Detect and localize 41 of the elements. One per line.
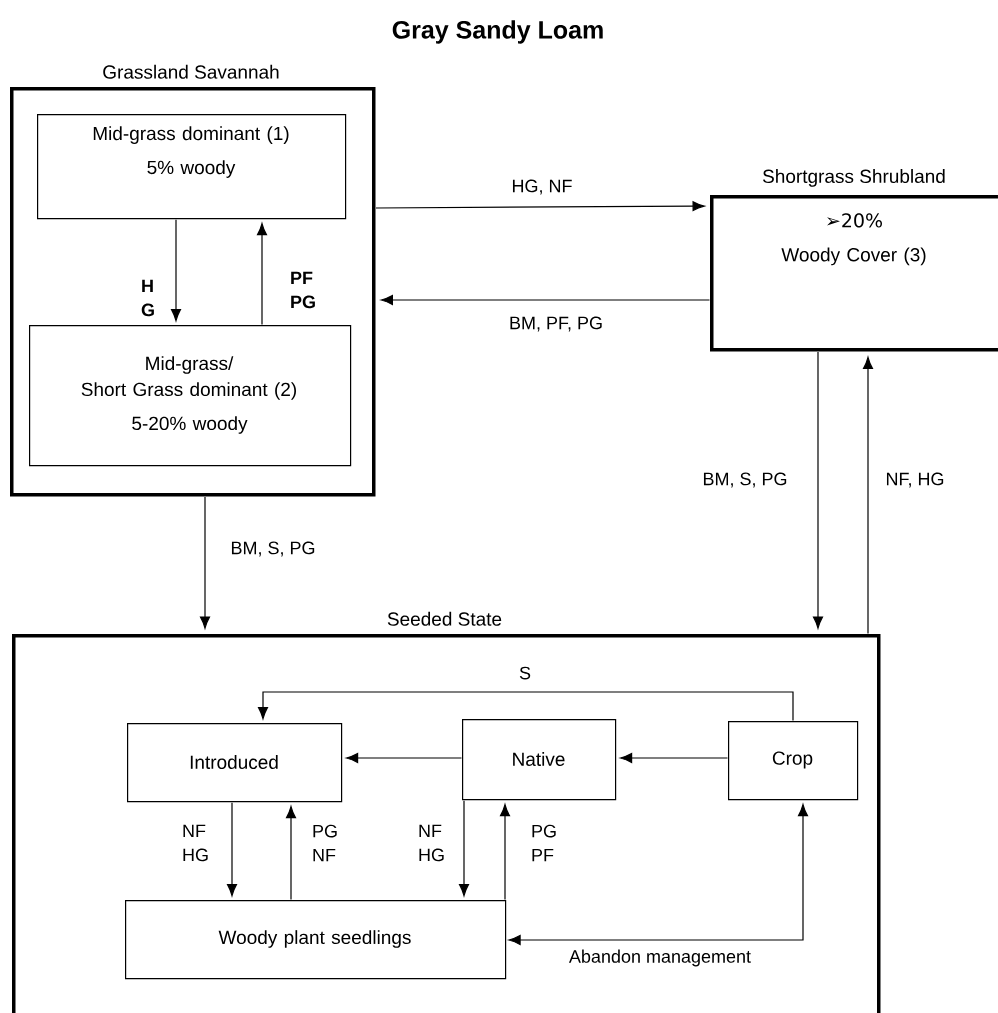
edge-label: BM, PF, PG [508, 315, 604, 333]
arrow [375, 201, 705, 212]
arrow [226, 802, 238, 897]
plant-community-box: Woody plant seedlings [125, 900, 507, 980]
arrow [862, 356, 874, 635]
edge-label: PF PG [289, 270, 321, 310]
edge-label: H G [140, 278, 156, 318]
state-heading: Seeded State [387, 611, 502, 626]
plant-community-box: Introduced [127, 723, 343, 803]
plant-community-box: Native [462, 719, 617, 801]
arrow [345, 753, 463, 764]
arrow [285, 806, 297, 901]
arrow [499, 804, 511, 901]
community-box: Mid-grass dominant (1) 5% woody [37, 114, 347, 220]
edge-label: HG, NF [510, 178, 574, 196]
edge-label: NF, HG [884, 471, 946, 489]
arrow [619, 753, 729, 764]
state-heading: Shortgrass Shrubland [762, 169, 945, 187]
arrow [257, 691, 794, 722]
arrow [508, 804, 809, 946]
community-box: Mid-grass/ Short Grass dominant (2) 5-20% woody [29, 325, 352, 467]
edge-label: NF HG [417, 823, 449, 863]
state-box [12, 634, 881, 1013]
edge-label: Abandon management [567, 948, 753, 968]
state-heading: Grassland Savannah [103, 64, 279, 79]
edge-label: BM, S, PG [229, 540, 317, 558]
edge-label: S [518, 665, 532, 681]
edge-label: PG PF [530, 823, 562, 863]
edge-label: NF HG [181, 823, 213, 863]
edge-label: BM, S, PG [701, 471, 789, 489]
state-box: ➢20% Woody Cover (3) [710, 195, 998, 352]
arrow [199, 496, 211, 629]
arrow [256, 223, 268, 326]
arrow [380, 294, 711, 306]
arrow [812, 351, 824, 629]
arrow [170, 219, 182, 322]
diagram-title: Gray Sandy Loam [392, 20, 603, 44]
arrow [458, 800, 470, 897]
state-box [10, 87, 376, 497]
edge-label: PG NF [311, 823, 343, 863]
plant-community-box: Crop [728, 721, 859, 801]
